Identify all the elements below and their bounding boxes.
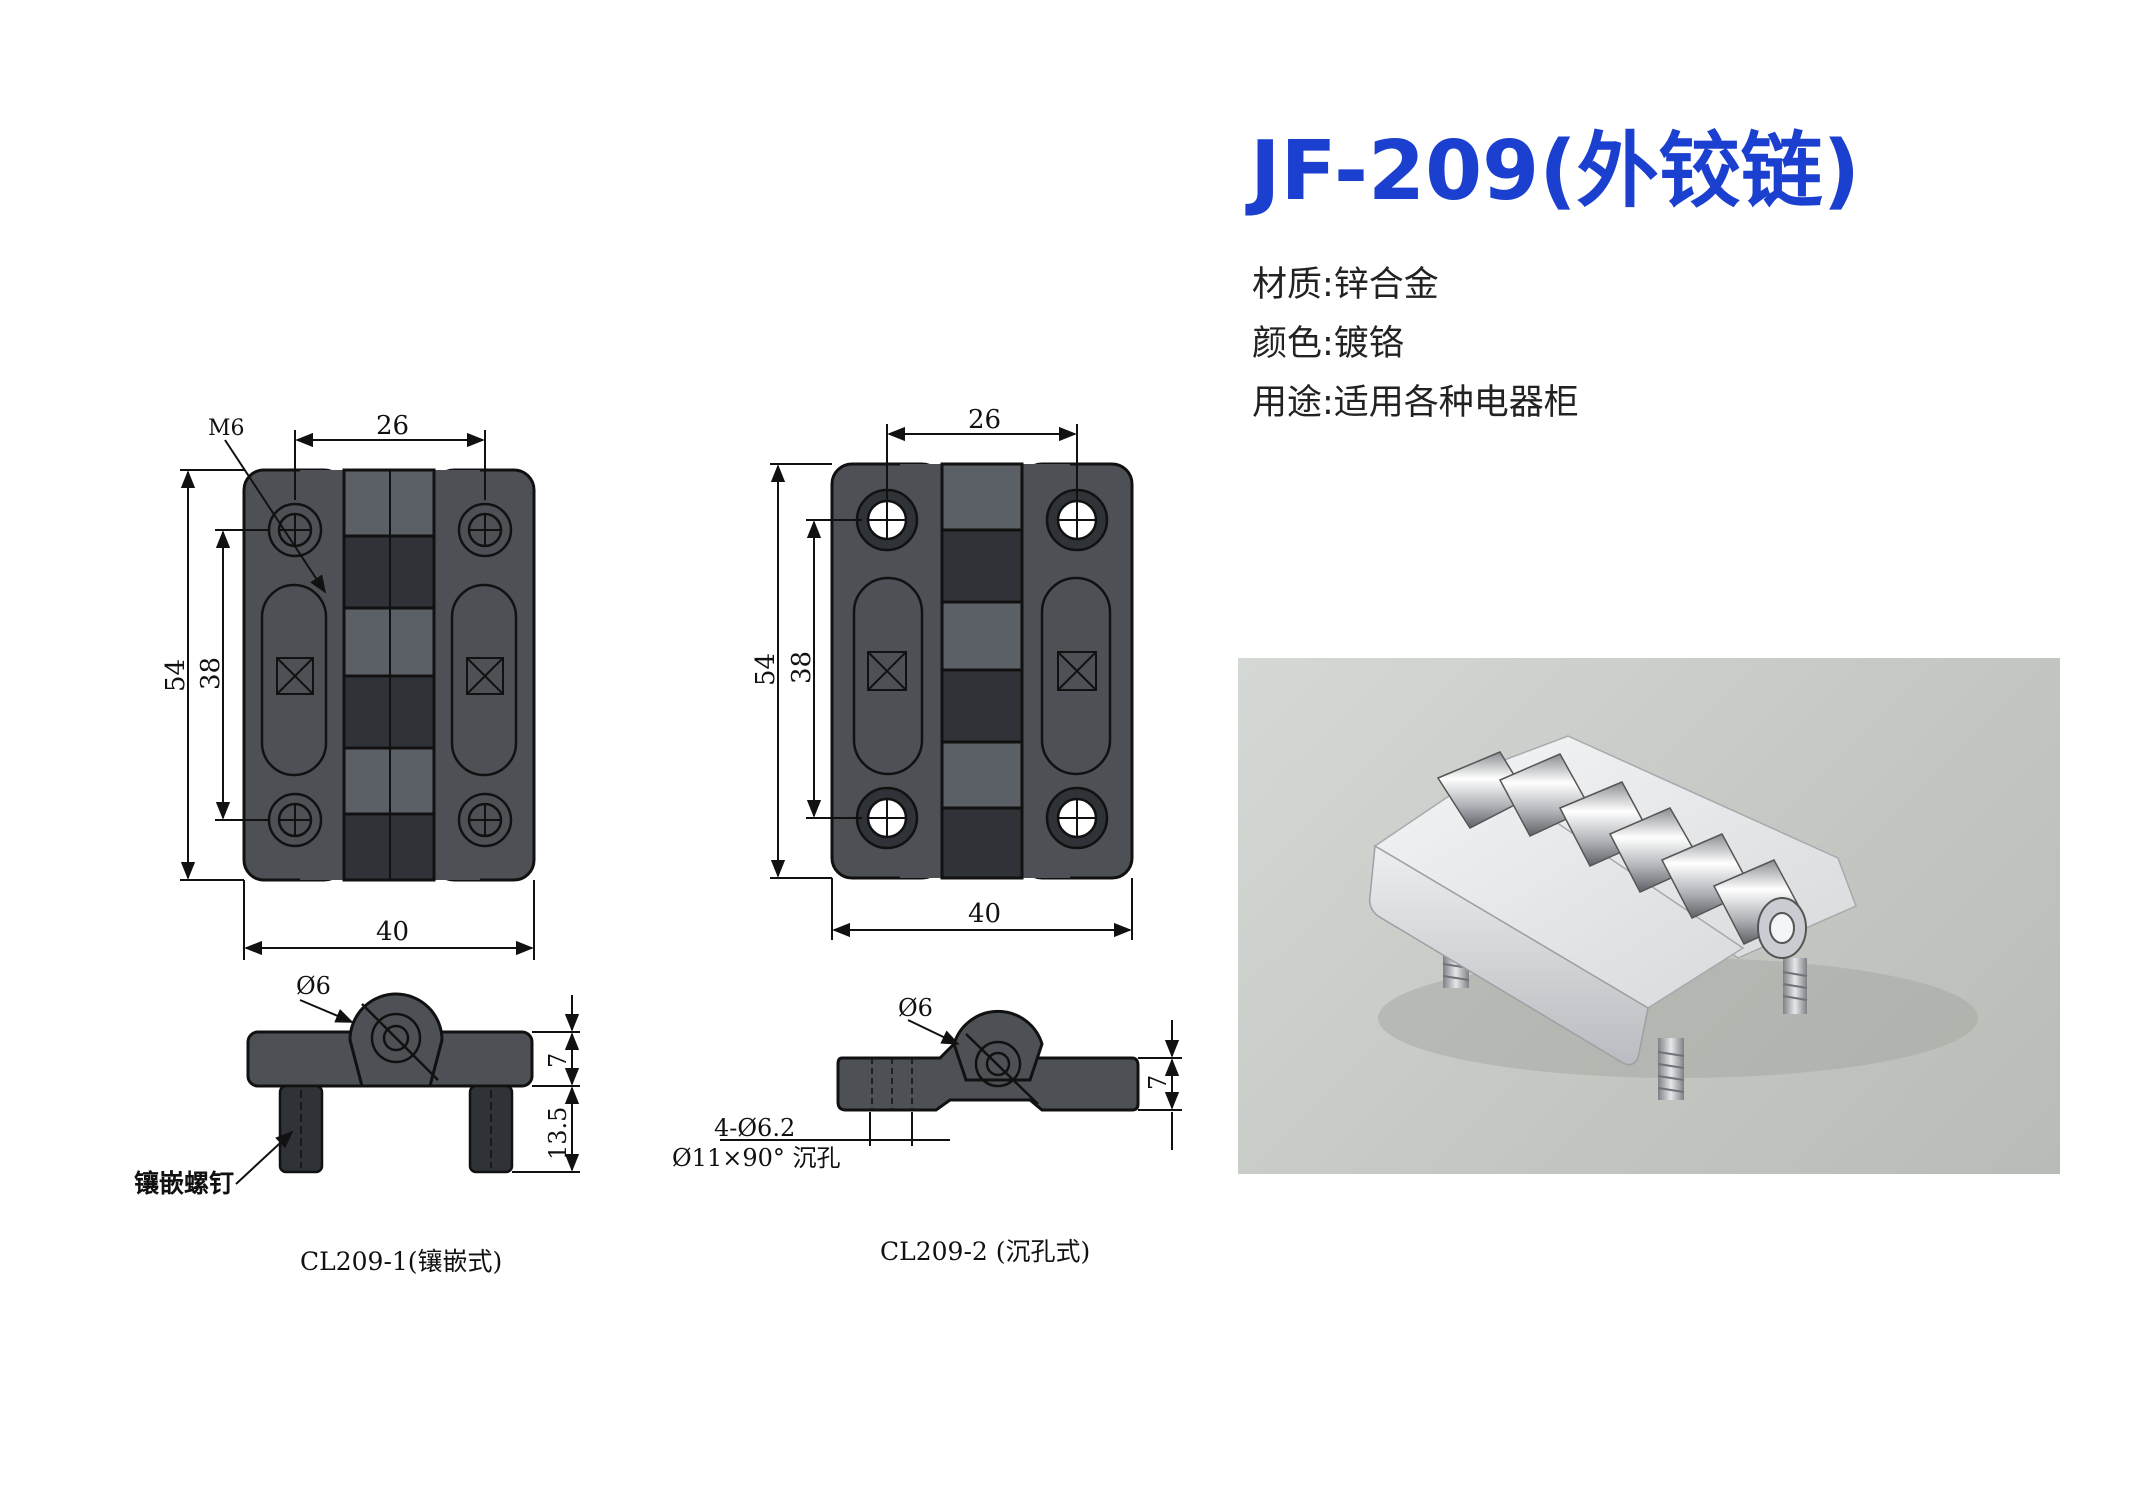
side-dimensions-1 [235,995,580,1185]
product-title: JF-209(外铰链) [1250,124,1861,219]
dim-thickness-2: 7 [1144,1075,1172,1090]
spec-color: 颜色:镀铬 [1252,324,1404,364]
hinge-side-view-1 [246,992,534,1174]
dim-hole-spacing-2: 38 [787,651,817,684]
dim-top-2: 26 [968,405,1001,435]
drawing-cl209-2: 26 54 38 40 Ø6 7 4-Ø6.2 Ø11 [672,405,1182,1266]
dim-bottom-1: 40 [376,917,409,947]
spec-list: 材质:锌合金 颜色:镀铬 用途:适用各种电器柜 [1252,256,1579,433]
caption-2: CL209-2 (沉孔式) [880,1237,1090,1266]
hinge-top-view-1 [242,468,536,882]
dimensions-1 [180,430,535,960]
dim-stud-1: 13.5 [544,1107,572,1160]
dim-height-1: 54 [161,659,191,692]
side-dimensions-2 [720,1019,1182,1150]
pin-dia-2: Ø6 [898,994,933,1022]
drawing-cl209-1: M6 26 54 38 40 Ø6 7 13.5 [134,411,580,1276]
hole-spec-2a: 4-Ø6.2 [714,1114,795,1142]
caption-1: CL209-1(镶嵌式) [300,1247,502,1276]
spec-usage: 用途:适用各种电器柜 [1252,383,1579,423]
dim-bottom-2: 40 [968,899,1001,929]
hinge-photo-illustration [1368,735,1978,1100]
hole-label-1: M6 [208,416,245,441]
spec-material: 材质:锌合金 [1252,265,1439,305]
stud-label-1: 镶嵌螺钉 [134,1169,234,1198]
product-photo [1238,658,2060,1174]
dim-top-1: 26 [376,411,409,441]
dimensions-2 [770,424,1133,940]
hinge-top-view-2 [830,462,1134,880]
dim-height-2: 54 [751,653,781,686]
hinge-knuckles [1436,751,1807,959]
hole-spec-2b: Ø11×90° 沉孔 [672,1144,841,1172]
dim-thickness-1: 7 [544,1053,572,1068]
dim-hole-spacing-1: 38 [196,657,226,690]
hinge-side-view-2 [836,1010,1140,1112]
pin-dia-1: Ø6 [296,972,331,1000]
